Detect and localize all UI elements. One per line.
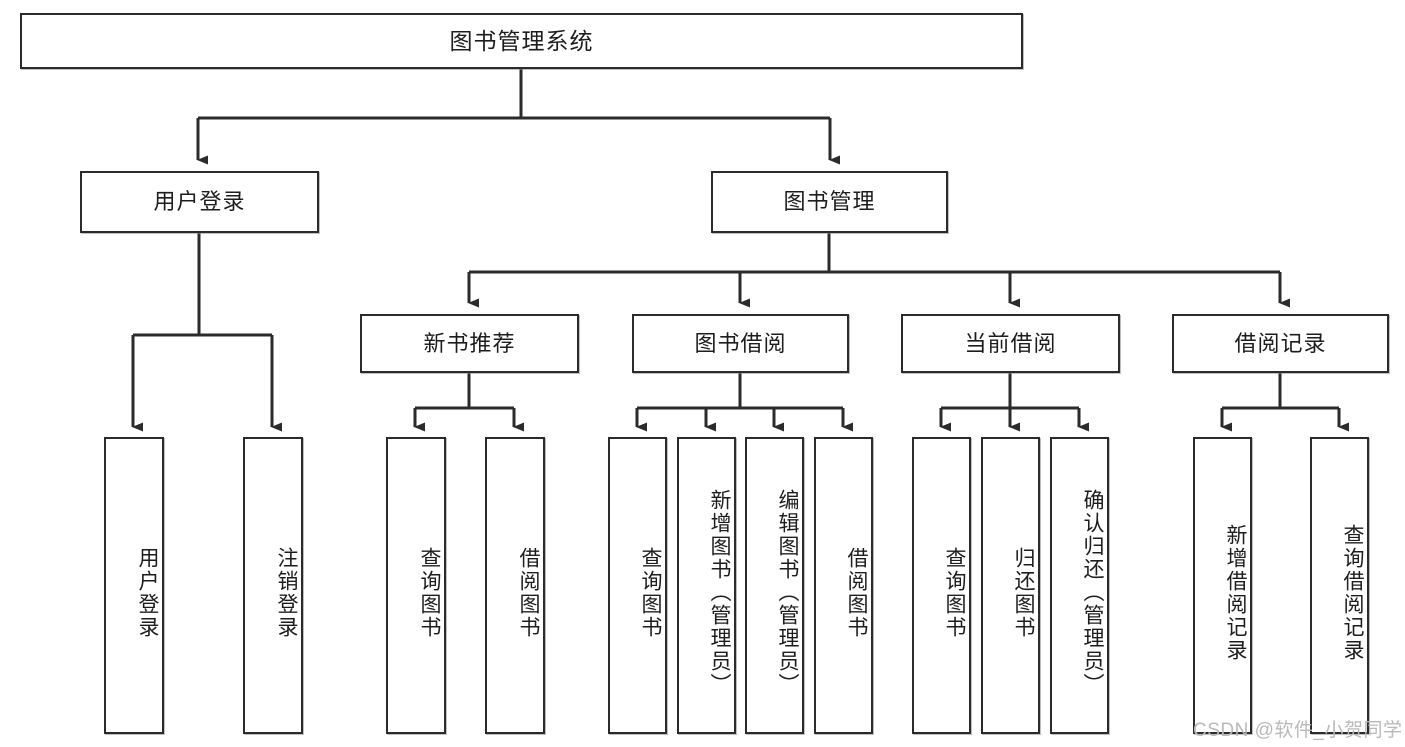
node-leaf-query-book-2[interactable]: 查询图书 [608,437,667,734]
node-book-manage[interactable]: 图书管理 [711,171,948,233]
node-borrow-record[interactable]: 借阅记录 [1172,314,1389,373]
node-borrow-record-label: 借阅记录 [1234,330,1327,356]
node-leaf-add-record[interactable]: 新增借阅记录 [1193,437,1252,734]
node-book-manage-label: 图书管理 [783,189,876,215]
node-leaf-add-book-label: 新增图书（管理员） [708,489,731,696]
node-leaf-query-record-label: 查询借阅记录 [1341,523,1364,662]
node-leaf-confirm-return[interactable]: 确认归还（管理员） [1050,437,1109,734]
node-new-book-rec-label: 新书推荐 [423,330,516,356]
node-leaf-borrow-book-1-label: 借阅图书 [517,546,540,639]
node-current-borrow[interactable]: 当前借阅 [901,314,1120,373]
node-leaf-return-book[interactable]: 归还图书 [981,437,1040,734]
node-leaf-query-book-1[interactable]: 查询图书 [386,437,446,734]
node-book-borrow-label: 图书借阅 [694,330,787,356]
csdn-watermark-text: CSDN @软件_小贺同学 [1193,720,1403,741]
node-leaf-borrow-book-1[interactable]: 借阅图书 [485,437,545,734]
node-user-login-label: 用户登录 [153,189,246,215]
node-leaf-query-book-3-label: 查询图书 [943,546,966,639]
node-leaf-logout[interactable]: 注销登录 [243,437,303,734]
node-leaf-logout-label: 注销登录 [275,546,298,639]
node-leaf-edit-book[interactable]: 编辑图书（管理员） [745,437,804,734]
node-root-label: 图书管理系统 [449,27,594,54]
node-leaf-query-book-2-label: 查询图书 [639,546,662,639]
node-leaf-add-book[interactable]: 新增图书（管理员） [677,437,736,734]
node-leaf-user-login-label: 用户登录 [136,546,159,639]
node-leaf-borrow-book-2[interactable]: 借阅图书 [814,437,873,734]
node-leaf-confirm-return-label: 确认归还（管理员） [1081,489,1104,696]
node-current-borrow-label: 当前借阅 [964,330,1057,356]
node-book-borrow[interactable]: 图书借阅 [632,314,849,373]
node-leaf-return-book-label: 归还图书 [1012,546,1035,639]
node-leaf-add-record-label: 新增借阅记录 [1224,523,1247,662]
node-leaf-query-record[interactable]: 查询借阅记录 [1310,437,1369,734]
node-user-login[interactable]: 用户登录 [80,171,319,233]
node-new-book-rec[interactable]: 新书推荐 [360,314,579,373]
node-leaf-query-book-3[interactable]: 查询图书 [912,437,971,734]
node-leaf-user-login[interactable]: 用户登录 [104,437,164,734]
node-leaf-edit-book-label: 编辑图书（管理员） [776,489,799,696]
csdn-watermark: CSDN @软件_小贺同学 [1193,715,1402,742]
node-root[interactable]: 图书管理系统 [20,13,1023,69]
node-leaf-borrow-book-2-label: 借阅图书 [845,546,868,639]
node-leaf-query-book-1-label: 查询图书 [418,546,441,639]
